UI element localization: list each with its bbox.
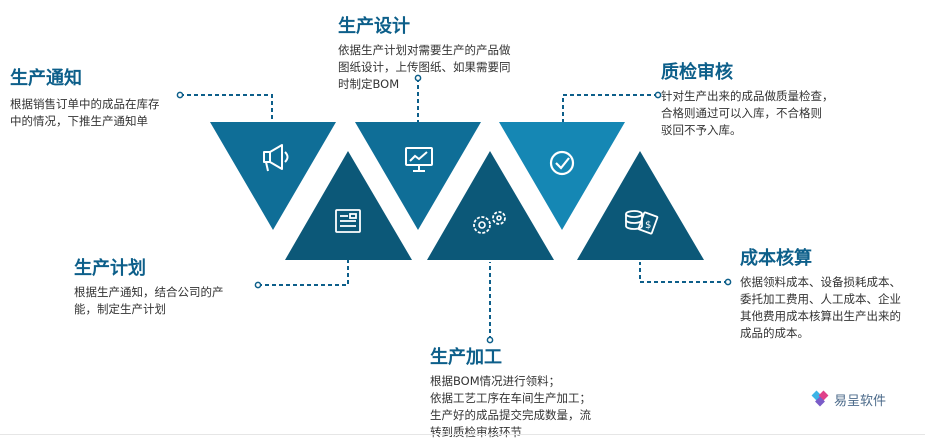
triangle-design: [355, 122, 481, 230]
monitor-chart-icon: [405, 147, 433, 172]
step-notify: 生产通知 根据销售订单中的成品在库存 中的情况，下推生产通知单: [10, 64, 190, 130]
svg-text:$: $: [645, 220, 651, 231]
step-title: 生产通知: [10, 68, 82, 89]
step-plan: 生产计划 根据生产通知，结合公司的产 能，制定生产计划: [74, 254, 259, 318]
step-desc: 根据生产通知，结合公司的产 能，制定生产计划: [74, 285, 224, 316]
connector-plan: [258, 260, 349, 286]
megaphone-icon: [263, 144, 289, 172]
triangle-plan: [285, 151, 412, 260]
document-icon: [335, 209, 361, 233]
step-desc: 根据销售订单中的成品在库存 中的情况，下推生产通知单: [10, 97, 160, 128]
connector-qc: [562, 94, 658, 122]
brand-name: 易呈软件: [834, 393, 887, 409]
gears-icon: [473, 211, 506, 234]
step-title: 生产加工: [430, 347, 502, 368]
brand: 易呈软件: [810, 389, 886, 409]
connector-notify: [180, 94, 273, 122]
step-title: 质检审核: [661, 62, 733, 83]
bottom-divider: [0, 434, 925, 435]
step-title: 成本核算: [740, 248, 812, 269]
step-qc: 质检审核 针对生产出来的成品做质量检查， 合格则通过可以入库，不合格则 驳回不予…: [661, 58, 861, 139]
step-desc: 依据领料成本、设备损耗成本、 委托加工费用、人工成本、企业 其他费用成本核算出生…: [740, 275, 901, 340]
step-desc: 针对生产出来的成品做质量检查， 合格则通过可以入库，不合格则 驳回不予入库。: [661, 89, 834, 137]
triangle-notify: [210, 122, 336, 230]
step-desc: 根据BOM情况进行领料； 依据工艺工序在车间生产加工； 生产好的成品提交完成数量…: [430, 374, 591, 439]
triangle-process: [427, 151, 554, 260]
check-circle-icon: [549, 150, 575, 176]
step-title: 生产计划: [74, 258, 146, 279]
connector-cost: [639, 262, 728, 283]
triangle-qc: [499, 122, 625, 230]
gears-icon-hubs: [478, 215, 502, 229]
brand-logo-icon: [811, 390, 829, 407]
connector-dots: [176, 74, 732, 344]
connectors: [180, 78, 728, 340]
step-desc: 依据生产计划对需要生产的产品做 图纸设计，上传图纸、如果需要同 时制定BOM: [338, 43, 511, 91]
step-title: 生产设计: [338, 16, 410, 37]
triangle-cost: [577, 151, 704, 260]
step-design: 生产设计 依据生产计划对需要生产的产品做 图纸设计，上传图纸、如果需要同 时制定…: [338, 12, 538, 93]
coins-icon: $: [625, 210, 659, 235]
step-process: 生产加工 根据BOM情况进行领料； 依据工艺工序在车间生产加工； 生产好的成品提…: [430, 343, 630, 441]
step-cost: 成本核算 依据领料成本、设备损耗成本、 委托加工费用、人工成本、企业 其他费用成…: [740, 244, 922, 342]
